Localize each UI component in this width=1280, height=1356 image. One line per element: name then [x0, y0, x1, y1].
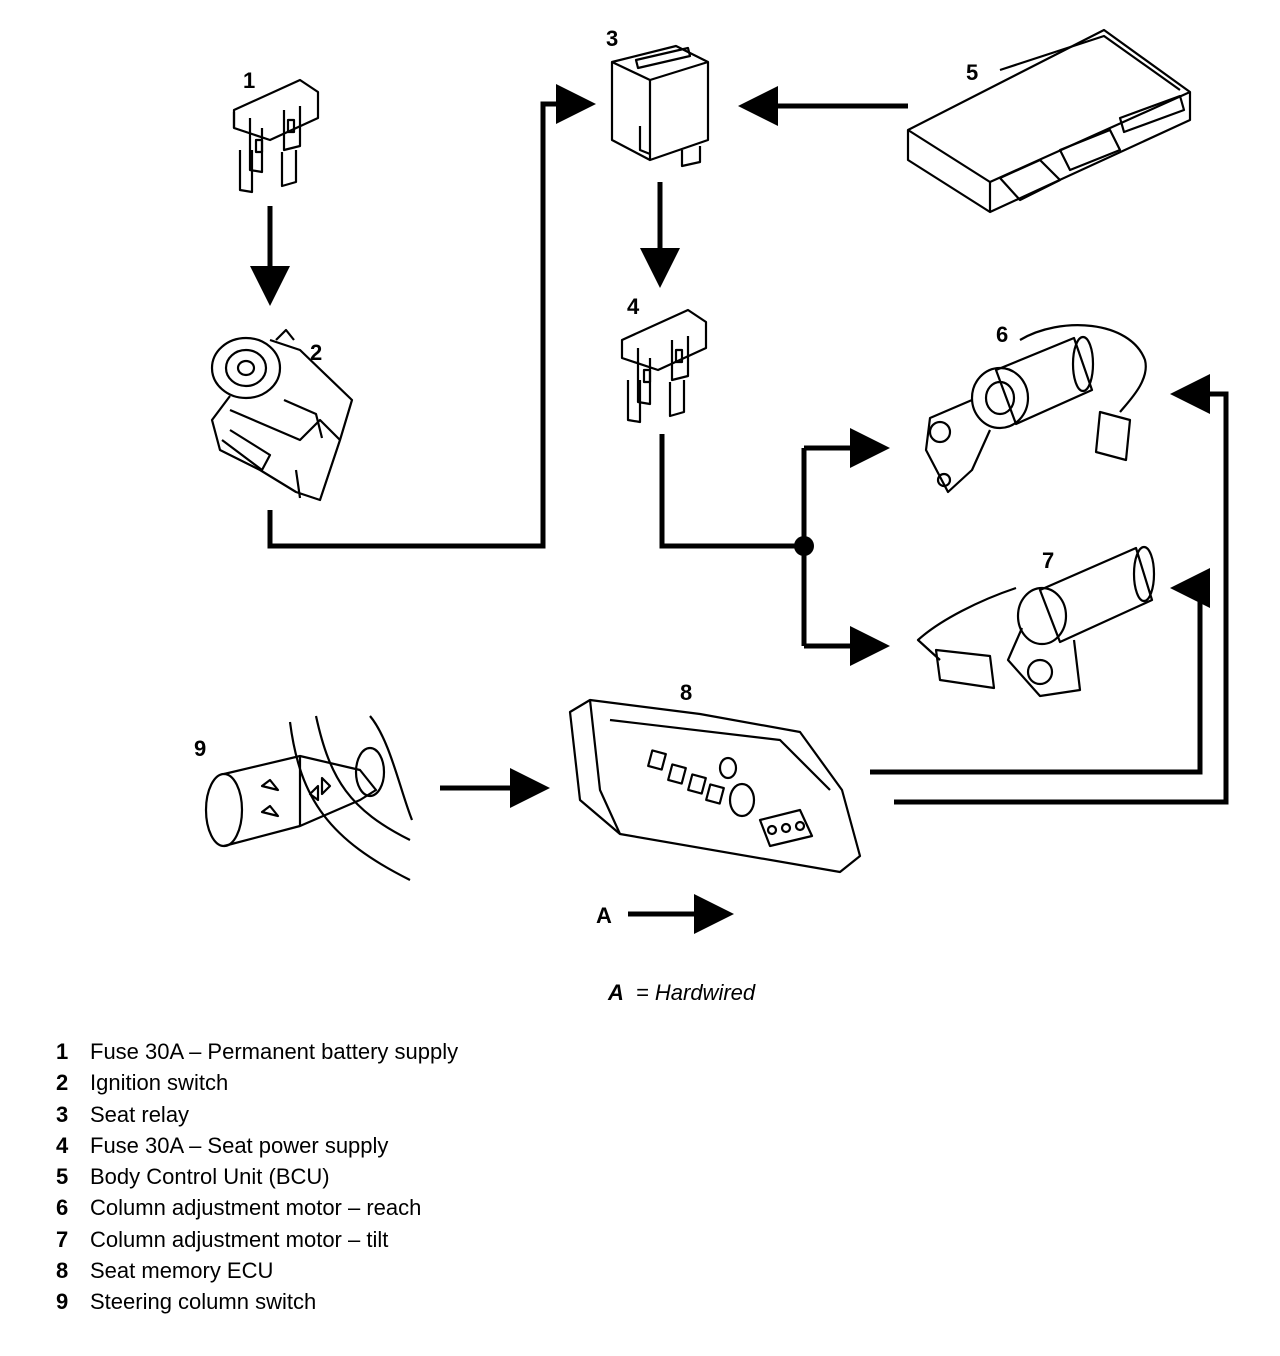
wiring-diagram: 1 2 3 4	[194, 26, 1229, 934]
legend-text: Column adjustment motor – tilt	[90, 1226, 389, 1252]
legend: 1 Fuse 30A – Permanent battery supply 2 Ig…	[56, 1036, 458, 1318]
legend-number: 2	[56, 1070, 69, 1096]
component-number-3: 3	[606, 26, 618, 51]
seat-memory-ecu-8-icon	[568, 698, 862, 874]
reach-motor-6-icon	[924, 324, 1147, 494]
legend-number: 3	[56, 1101, 69, 1127]
legend-text: Body Control Unit (BCU)	[90, 1164, 330, 1190]
legend-item: 9 Steering column switch	[56, 1286, 458, 1317]
line-4-to-junction	[659, 434, 804, 549]
legend-number: 7	[56, 1226, 69, 1252]
legend-text: Seat relay	[90, 1101, 190, 1127]
arrow-8-to-6	[894, 374, 1229, 805]
body-control-unit-5-icon	[906, 28, 1192, 214]
legend-text: Fuse 30A – Permanent battery supply	[90, 1039, 459, 1064]
fuse-1-icon	[232, 78, 320, 194]
component-number-8: 8	[680, 680, 692, 705]
legend-number: 6	[56, 1195, 69, 1221]
component-number-2: 2	[310, 340, 322, 365]
legend-item: 3 Seat relay	[56, 1099, 458, 1130]
legend-item: 1 Fuse 30A – Permanent battery supply	[56, 1036, 458, 1067]
component-number-6: 6	[996, 322, 1008, 347]
component-number-9: 9	[194, 736, 206, 761]
component-number-1: 1	[243, 68, 255, 93]
legend-number: 1	[56, 1039, 69, 1064]
legend-text: Column adjustment motor – reach	[90, 1195, 422, 1221]
tilt-motor-7-icon	[916, 545, 1156, 698]
ignition-switch-2-icon	[210, 328, 354, 502]
key-arrow-letter: A	[596, 903, 612, 928]
legend-number: 5	[56, 1164, 69, 1190]
arrow-2-to-3	[267, 84, 596, 549]
steering-column-switch-9-icon	[204, 715, 414, 881]
legend-number: 9	[56, 1289, 69, 1315]
key-label: A = Hardwired	[608, 980, 755, 1006]
legend-item: 7 Column adjustment motor – tilt	[56, 1224, 458, 1255]
relay-3-icon	[610, 44, 710, 168]
key-letter: A	[608, 980, 624, 1005]
component-number-7: 7	[1042, 548, 1054, 573]
connection-lines	[250, 84, 1229, 934]
key-equals: =	[635, 980, 649, 1005]
key-text: Hardwired	[654, 980, 756, 1005]
legend-item: 2 Ignition switch	[56, 1067, 458, 1098]
legend-text: Fuse 30A – Seat power supply	[90, 1132, 389, 1158]
component-number-5: 5	[966, 60, 978, 85]
component-number-4: 4	[627, 294, 640, 319]
arrow-8-to-7	[870, 568, 1210, 775]
legend-number: 4	[56, 1132, 69, 1158]
legend-text: Seat memory ECU	[90, 1258, 274, 1284]
legend-number: 8	[56, 1258, 69, 1284]
legend-item: 4 Fuse 30A – Seat power supply	[56, 1130, 458, 1161]
legend-item: 8 Seat memory ECU	[56, 1255, 458, 1286]
fuse-4-icon	[620, 308, 708, 424]
legend-item: 5 Body Control Unit (BCU)	[56, 1161, 458, 1192]
legend-text: Ignition switch	[90, 1070, 229, 1096]
legend-text: Steering column switch	[90, 1289, 317, 1315]
junction-dot	[794, 536, 814, 556]
legend-item: 6 Column adjustment motor – reach	[56, 1192, 458, 1223]
